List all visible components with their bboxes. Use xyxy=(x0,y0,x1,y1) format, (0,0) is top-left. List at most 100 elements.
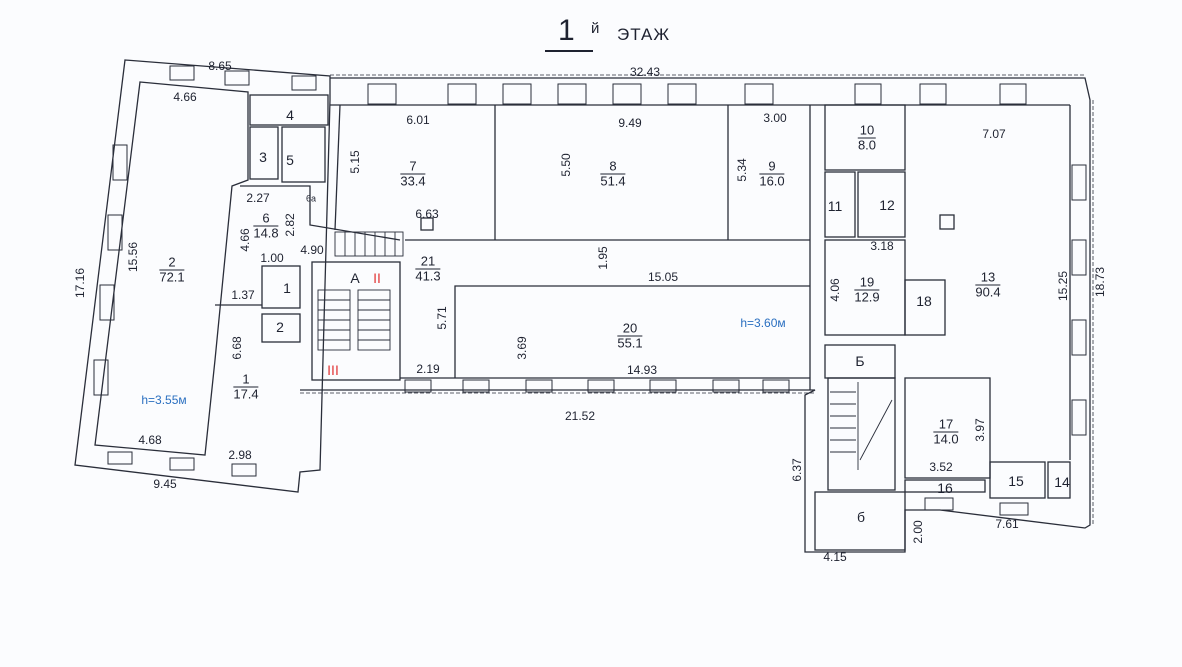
room-number-label: 1 xyxy=(283,280,291,296)
room-number: 20 xyxy=(617,321,643,337)
floor-number: 1 xyxy=(558,14,575,47)
room6-wall xyxy=(240,185,401,241)
room-area: 8.0 xyxy=(857,137,877,153)
dimension-label: 7.07 xyxy=(982,127,1006,141)
dimension-label: 9.45 xyxy=(153,477,177,491)
room17-wall xyxy=(904,377,991,479)
dimension-label: 2.98 xyxy=(228,448,252,462)
room-number-label: 3 xyxy=(259,149,267,165)
room-number: 13 xyxy=(975,270,1001,286)
floor-title: ЭТАЖ xyxy=(617,25,671,44)
stair-a-steps xyxy=(317,231,404,351)
stair-label: Б xyxy=(855,353,865,369)
left-wing-inner-wall xyxy=(94,81,249,456)
dimension-label: 2.19 xyxy=(416,362,440,376)
room-area: 14.8 xyxy=(253,225,279,241)
room11-wall xyxy=(824,171,856,238)
room-area: 90.4 xyxy=(975,284,1001,300)
dimension-label: 5.71 xyxy=(435,306,449,330)
floor-number-suffix: й xyxy=(591,20,600,37)
room-number-label: 2 xyxy=(276,319,284,335)
dimension-label: 14.93 xyxy=(626,363,658,377)
dimension-label: 1.37 xyxy=(231,288,255,302)
room-area: 17.4 xyxy=(233,386,259,402)
room-number-label: 14 xyxy=(1054,474,1070,490)
room-area: 41.3 xyxy=(415,268,441,284)
left-wing-outer-wall xyxy=(74,59,331,493)
room-area: 12.9 xyxy=(854,289,880,305)
room-number-label: 16 xyxy=(937,480,953,496)
room14-wall xyxy=(1047,461,1071,499)
room-number: 8 xyxy=(600,159,626,175)
room16-wall xyxy=(904,479,986,493)
stair-b-steps xyxy=(830,382,893,470)
stair-flight-mark: III xyxy=(327,362,339,378)
room10-wall xyxy=(824,104,906,171)
room-area: 55.1 xyxy=(617,335,643,351)
dimension-label: 5.50 xyxy=(559,153,573,177)
dimension-label: 6.63 xyxy=(415,207,439,221)
room-number-label: 12 xyxy=(879,197,895,213)
dimension-label: 6.68 xyxy=(230,336,244,360)
dimension-label: 3.52 xyxy=(929,460,953,474)
column xyxy=(420,217,434,231)
dimension-label: 1.95 xyxy=(596,246,610,270)
dimension-label: 3.97 xyxy=(973,418,987,442)
column xyxy=(939,214,955,230)
title-underline xyxy=(545,50,593,52)
dimension-label: 9.49 xyxy=(618,116,642,130)
stair-b-box xyxy=(827,377,896,491)
room4-wall xyxy=(249,94,329,126)
ceiling-height: h=3.60м xyxy=(740,316,786,330)
room-area: 51.4 xyxy=(600,173,626,189)
dimension-label: 4.66 xyxy=(173,90,197,104)
room-number-label: 18 xyxy=(916,293,932,309)
dimension-label: 5.15 xyxy=(348,150,362,174)
main-block-outer-wall xyxy=(300,77,1091,553)
room-area: 14.0 xyxy=(933,431,959,447)
dimension-label: 8.65 xyxy=(208,59,232,73)
dimension-label: 3.18 xyxy=(870,239,894,253)
dimension-label: 6.01 xyxy=(406,113,430,127)
ceiling-height: h=3.55м xyxy=(141,393,187,407)
dimension-label: 7.61 xyxy=(995,517,1019,531)
dimension-label: 4.15 xyxy=(823,550,847,564)
room-number: 1 xyxy=(233,372,259,388)
room-number: 6 xyxy=(253,211,279,227)
dimension-label: 2.27 xyxy=(246,191,270,205)
room15-wall xyxy=(989,461,1046,499)
room-number: 17 xyxy=(933,417,959,433)
room-2-small-wall xyxy=(261,313,301,343)
room-area: 16.0 xyxy=(759,173,785,189)
room-number: 19 xyxy=(854,275,880,291)
stair-flight-mark: II xyxy=(373,270,381,286)
dimension-label: 2.00 xyxy=(911,520,925,544)
room-number-label: 4 xyxy=(286,107,294,123)
windows xyxy=(93,65,1087,516)
stair-a-box xyxy=(311,261,401,381)
dimension-label: 15.56 xyxy=(126,241,140,273)
dimension-label: 5.34 xyxy=(735,158,749,182)
room-number: 10 xyxy=(857,122,877,139)
room-area: 33.4 xyxy=(400,173,426,189)
room12-wall xyxy=(857,171,906,238)
dimension-label: 32.43 xyxy=(629,65,661,79)
room5-wall xyxy=(281,126,326,183)
dimension-label: 3.69 xyxy=(515,336,529,360)
dimension-label: 4.66 xyxy=(238,228,252,252)
dimension-label: 4.90 xyxy=(300,243,324,257)
room-number-label: 15 xyxy=(1008,473,1024,489)
room-number: 9 xyxy=(759,159,785,175)
dimension-label: 3.00 xyxy=(763,111,787,125)
